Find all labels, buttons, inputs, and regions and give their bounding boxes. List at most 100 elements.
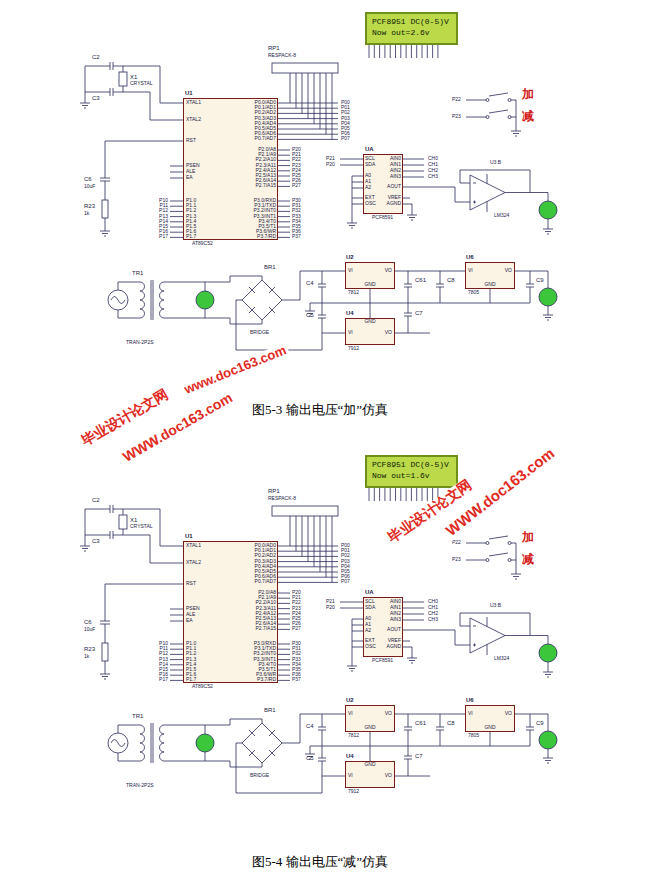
schematic-label: PSEN (186, 606, 200, 612)
watermark: www.doc163.com (180, 342, 290, 397)
button-label: 加 (522, 531, 534, 545)
schematic-label: P20 (326, 162, 335, 168)
schematic-label: P17 (159, 677, 168, 683)
schematic-label: AIN3 (390, 617, 401, 623)
schematic-label: XTAL1 (186, 543, 201, 549)
schematic-label: LM324 (494, 213, 509, 219)
pin-label: VO (385, 711, 392, 717)
schematic-label: R23 (84, 646, 95, 653)
button-label: 加 (522, 88, 534, 102)
schematic-label: C6 (84, 176, 92, 183)
schematic-label: TRAN-2P2S (126, 783, 154, 789)
schematic-label: P2.7/A15 (255, 626, 276, 632)
wire-connector (395, 271, 465, 272)
schematic-label: P22 (452, 97, 461, 103)
schematic-label: RESPACK-8 (268, 53, 296, 59)
schematic-label: C8 (447, 277, 455, 284)
schematic-label: A0 (365, 616, 371, 622)
voltage-regulator: U6VIGNDVO7805 (465, 262, 515, 289)
schematic-label: CH3 (428, 617, 438, 623)
schematic-label: A1 (365, 622, 371, 628)
schematic-label: P07 (341, 579, 350, 585)
schematic-label: P0.7/AD7 (255, 579, 276, 585)
schematic-label: SCL (365, 599, 375, 605)
schematic-label: AGND (387, 644, 401, 650)
schematic-label: P21 (326, 156, 335, 162)
schematic-label: P23 (452, 114, 461, 120)
pin-label: VI (348, 711, 353, 717)
schematic-label: P1.7 (186, 234, 196, 240)
schematic-label: AIN0 (390, 156, 401, 162)
schematic-label: RESPACK-8 (268, 496, 296, 502)
pin-label: VO (385, 268, 392, 274)
schematic-label: C5 (306, 312, 314, 319)
schematic-label: P0.7/AD7 (255, 136, 276, 142)
schematic-label: C7 (415, 310, 423, 317)
part-ref: U2 (346, 254, 354, 261)
schematic-label: CH3 (428, 174, 438, 180)
schematic-label: RST (186, 581, 196, 587)
wire-connector (395, 714, 465, 715)
lcd-text: PCF8951 DC(0-5)V (372, 17, 449, 28)
schematic-label: P22 (452, 540, 461, 546)
schematic-label: TR1 (132, 270, 143, 277)
pin-label: VO (385, 330, 392, 336)
lcd-text: Now out=2.6v (372, 28, 430, 39)
lcd-screen: PCF8951 DC(0-5)VNow out=2.6v (365, 12, 458, 45)
part-ref: U6 (466, 697, 474, 704)
schematic-label: 10uF (84, 627, 95, 633)
lcd-screen: PCF8951 DC(0-5)VNow out=1.6v (365, 455, 458, 488)
schematic-label: C2 (92, 54, 100, 61)
schematic-label: P20 (326, 605, 335, 611)
part-ref: U6 (466, 254, 474, 261)
schematic-label: 10uF (84, 184, 95, 190)
schematic-label: C2 (92, 497, 100, 504)
part-ref: U4 (346, 310, 354, 317)
pin-label: 7805 (468, 733, 479, 739)
schematic-label: CRYSTAL (130, 81, 153, 87)
schematic-label: ALE (186, 169, 195, 175)
schematic-label: AIN0 (390, 599, 401, 605)
schematic-label: EXT (365, 195, 375, 201)
schematic-label: EXT (365, 638, 375, 644)
pin-label: GND (364, 725, 375, 731)
schematic-label: P2.7/A15 (255, 183, 276, 189)
schematic-label: VREF (388, 638, 401, 644)
schematic-label: ALE (186, 612, 195, 618)
part-ref: U2 (346, 697, 354, 704)
pin-label: GND (364, 282, 375, 288)
lcd-text: Now out=1.6v (372, 471, 430, 482)
schematic-label: AOUT (387, 184, 401, 190)
schematic-label: U3:B (490, 603, 501, 609)
schematic-label: OSC (365, 201, 376, 207)
wire (395, 271, 465, 272)
schematic-label: X1 (130, 517, 137, 524)
schematic-label: RP1 (268, 45, 280, 52)
pin-label: AT89C52 (192, 241, 213, 247)
part-ref: UA (365, 146, 374, 153)
pin-label: 7812 (348, 733, 359, 739)
schematic-label: SCL (365, 156, 375, 162)
pin-label: 7812 (348, 290, 359, 296)
part-ref: UA (365, 589, 374, 596)
schematic-label: C5 (306, 755, 314, 762)
schematic-label: CH0 (428, 599, 438, 605)
schematic-label: SDA (365, 605, 375, 611)
pin-label: VO (505, 268, 512, 274)
pin-label: PCF8591 (372, 215, 393, 221)
schematic-label: R23 (84, 203, 95, 210)
wire (395, 714, 465, 715)
schematic-label: A2 (365, 185, 371, 191)
schematic-label: P37 (292, 677, 301, 683)
pin-label: 7805 (468, 290, 479, 296)
schematic-label: BRIDGE (250, 330, 269, 336)
schematic-label: CRYSTAL (130, 524, 153, 530)
part-ref: U4 (346, 753, 354, 760)
schematic-label: C8 (447, 720, 455, 727)
lcd-text: PCF8951 DC(0-5)V (372, 460, 449, 471)
schematic-label: SDA (365, 162, 375, 168)
voltage-regulator: U4VIGNDVO7912 (345, 318, 395, 345)
schematic-label: AIN1 (390, 162, 401, 168)
schematic-label: RST (186, 138, 196, 144)
schematic-label: C61 (415, 277, 426, 284)
